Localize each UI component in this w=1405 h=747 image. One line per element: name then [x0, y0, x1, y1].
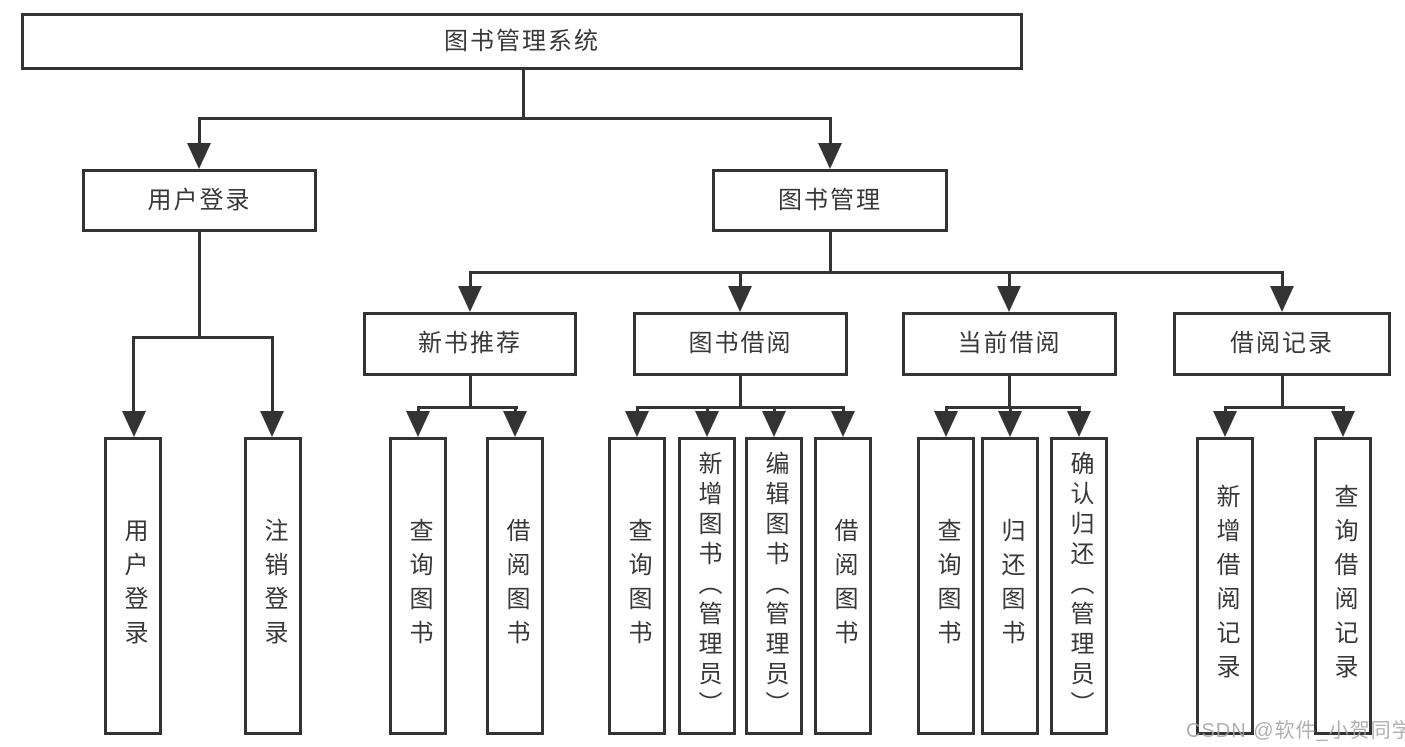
- arrow-down-icon: [625, 411, 649, 437]
- leaf-label: 新增借阅记录: [1212, 484, 1239, 688]
- arrow-down-icon: [406, 411, 430, 437]
- connector-hline: [1224, 406, 1345, 409]
- node-book-management: 图书管理: [712, 169, 948, 232]
- connector-hline: [132, 336, 274, 339]
- arrow-down-icon: [818, 143, 842, 169]
- node-root: 图书管理系统: [21, 13, 1023, 70]
- arrow-down-icon: [1067, 411, 1091, 437]
- connector-vline: [739, 271, 742, 289]
- connector-hline: [417, 406, 518, 409]
- arrow-down-icon: [934, 411, 958, 437]
- leaf-label: 编辑图书（管理员）: [761, 451, 788, 721]
- arrow-down-icon: [503, 411, 527, 437]
- leaf-label: 查询图书: [933, 518, 960, 654]
- leaf-query-books-borrow: 查询图书: [608, 437, 666, 735]
- leaf-borrow-books: 借阅图书: [814, 437, 872, 735]
- leaf-label: 借阅图书: [830, 518, 857, 654]
- connector-vline: [1008, 376, 1011, 409]
- connector-vline: [1281, 376, 1284, 409]
- leaf-label: 归还图书: [997, 518, 1024, 654]
- connector-vline: [1342, 406, 1345, 414]
- node-new-book-recommendation: 新书推荐: [363, 312, 577, 376]
- arrow-down-icon: [728, 286, 752, 312]
- connector-hline: [945, 406, 1080, 409]
- connector-vline: [945, 406, 948, 414]
- connector-vline: [1008, 271, 1011, 289]
- arrow-down-icon: [831, 411, 855, 437]
- connector-vline: [1224, 406, 1227, 414]
- connector-vline: [739, 376, 742, 409]
- connector-vline: [706, 406, 709, 414]
- leaf-label: 查询借阅记录: [1330, 484, 1357, 688]
- connector-vline: [469, 271, 472, 289]
- leaf-logout: 注销登录: [244, 437, 302, 735]
- leaf-label: 新增图书（管理员）: [694, 451, 721, 721]
- connector-vline: [469, 376, 472, 409]
- arrow-down-icon: [998, 411, 1022, 437]
- connector-vline: [1078, 406, 1081, 414]
- leaf-add-borrow-record: 新增借阅记录: [1196, 437, 1254, 735]
- leaf-label: 借阅图书: [502, 518, 529, 654]
- connector-vline: [514, 406, 517, 414]
- connector-vline: [636, 406, 639, 414]
- leaf-confirm-return-admin: 确认归还（管理员）: [1050, 437, 1108, 735]
- connector-hline: [198, 117, 832, 120]
- connector-vline: [271, 336, 274, 413]
- leaf-edit-book-admin: 编辑图书（管理员）: [745, 437, 803, 735]
- node-book-borrowing: 图书借阅: [633, 312, 848, 376]
- leaf-label: 确认归还（管理员）: [1066, 451, 1093, 721]
- connector-vline: [198, 117, 201, 147]
- leaf-query-books-recommend: 查询图书: [389, 437, 447, 735]
- node-current-borrowing: 当前借阅: [902, 312, 1117, 376]
- leaf-label: 查询图书: [405, 518, 432, 654]
- leaf-label: 用户登录: [120, 518, 147, 654]
- arrow-down-icon: [695, 411, 719, 437]
- arrow-down-icon: [997, 286, 1021, 312]
- leaf-add-book-admin: 新增图书（管理员）: [678, 437, 736, 735]
- csdn-watermark: CSDN @软件_小贺同学: [1186, 720, 1405, 742]
- leaf-label: 查询图书: [624, 518, 651, 654]
- connector-vline: [1009, 406, 1012, 414]
- arrow-down-icon: [1213, 411, 1237, 437]
- leaf-return-book: 归还图书: [981, 437, 1039, 735]
- leaf-borrow-books-recommend: 借阅图书: [486, 437, 544, 735]
- connector-vline: [417, 406, 420, 414]
- connector-vline: [198, 232, 201, 339]
- arrow-down-icon: [187, 143, 211, 169]
- arrow-down-icon: [260, 411, 284, 437]
- connector-vline: [132, 336, 135, 413]
- arrow-down-icon: [1331, 411, 1355, 437]
- arrow-down-icon: [1270, 286, 1294, 312]
- arrow-down-icon: [762, 411, 786, 437]
- connector-vline: [842, 406, 845, 414]
- connector-vline: [829, 117, 832, 147]
- node-user-login: 用户登录: [82, 169, 317, 232]
- connector-vline: [829, 232, 832, 274]
- arrow-down-icon: [458, 286, 482, 312]
- connector-vline: [522, 69, 525, 118]
- leaf-query-books-current: 查询图书: [917, 437, 975, 735]
- connector-vline: [1281, 271, 1284, 289]
- leaf-query-borrow-record: 查询借阅记录: [1314, 437, 1372, 735]
- connector-hline: [636, 406, 845, 409]
- node-borrowing-records: 借阅记录: [1173, 312, 1391, 376]
- connector-hline: [469, 271, 1283, 274]
- leaf-label: 注销登录: [260, 518, 287, 654]
- connector-vline: [773, 406, 776, 414]
- arrow-down-icon: [122, 411, 146, 437]
- leaf-user-login: 用户登录: [104, 437, 162, 735]
